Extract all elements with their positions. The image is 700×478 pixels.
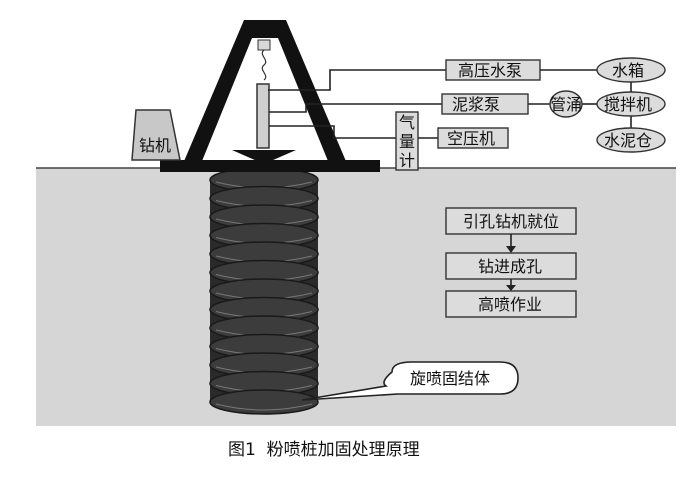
water-pump-label: 高压水泵 xyxy=(458,61,522,80)
gas-meter-char-2: 量 xyxy=(399,132,415,151)
process-arrowhead-1 xyxy=(506,246,516,253)
mud-pump-label: 泥浆泵 xyxy=(452,95,500,114)
drill-rig-label: 钻机 xyxy=(139,136,171,155)
column-layer-highlight xyxy=(215,403,313,411)
water-tank-label: 水箱 xyxy=(612,61,644,80)
process-step-1-box xyxy=(445,207,577,235)
figure-caption: 图1 粉喷桩加固处理原理 xyxy=(228,440,420,460)
process-arrowhead-2 xyxy=(506,285,516,291)
pipe-connector-label: 管涌 xyxy=(550,95,582,114)
cement-silo-label: 水泥仓 xyxy=(604,131,652,150)
process-step-2-label: 钻进成孔 xyxy=(478,257,542,276)
callout-bubble xyxy=(301,361,519,401)
derrick-frame xyxy=(182,20,348,166)
jet-grout-column xyxy=(209,167,319,415)
process-step-1-label: 引孔钻机就位 xyxy=(463,212,559,231)
air-compressor-box xyxy=(437,127,509,149)
rig-base-platform xyxy=(160,160,380,172)
process-step-2-box xyxy=(445,252,577,280)
gas-meter-char-1: 气 xyxy=(399,113,415,132)
derrick-top-block xyxy=(257,39,271,51)
mixer-node xyxy=(596,91,666,117)
air-compressor-label: 空压机 xyxy=(447,129,495,148)
water-pump-hose xyxy=(268,69,446,91)
drill-rig-cab xyxy=(131,109,181,161)
callout-label: 旋喷固结体 xyxy=(410,369,490,388)
mixer-label: 搅拌机 xyxy=(604,95,652,114)
water-tank-node xyxy=(596,57,666,83)
drill-bit xyxy=(232,150,296,164)
process-step-3-label: 高喷作业 xyxy=(478,295,542,314)
cement-silo-node xyxy=(596,127,666,153)
process-step-3-box xyxy=(445,290,577,318)
drill-rod xyxy=(256,83,270,149)
gas-meter-box xyxy=(395,111,419,171)
suspension-spring xyxy=(261,49,267,81)
ground-area xyxy=(36,168,676,426)
air-hose xyxy=(269,125,396,139)
pipe-connector-node xyxy=(549,90,583,118)
gas-meter-char-3: 计 xyxy=(399,151,415,170)
mud-pump-hose xyxy=(269,103,442,113)
